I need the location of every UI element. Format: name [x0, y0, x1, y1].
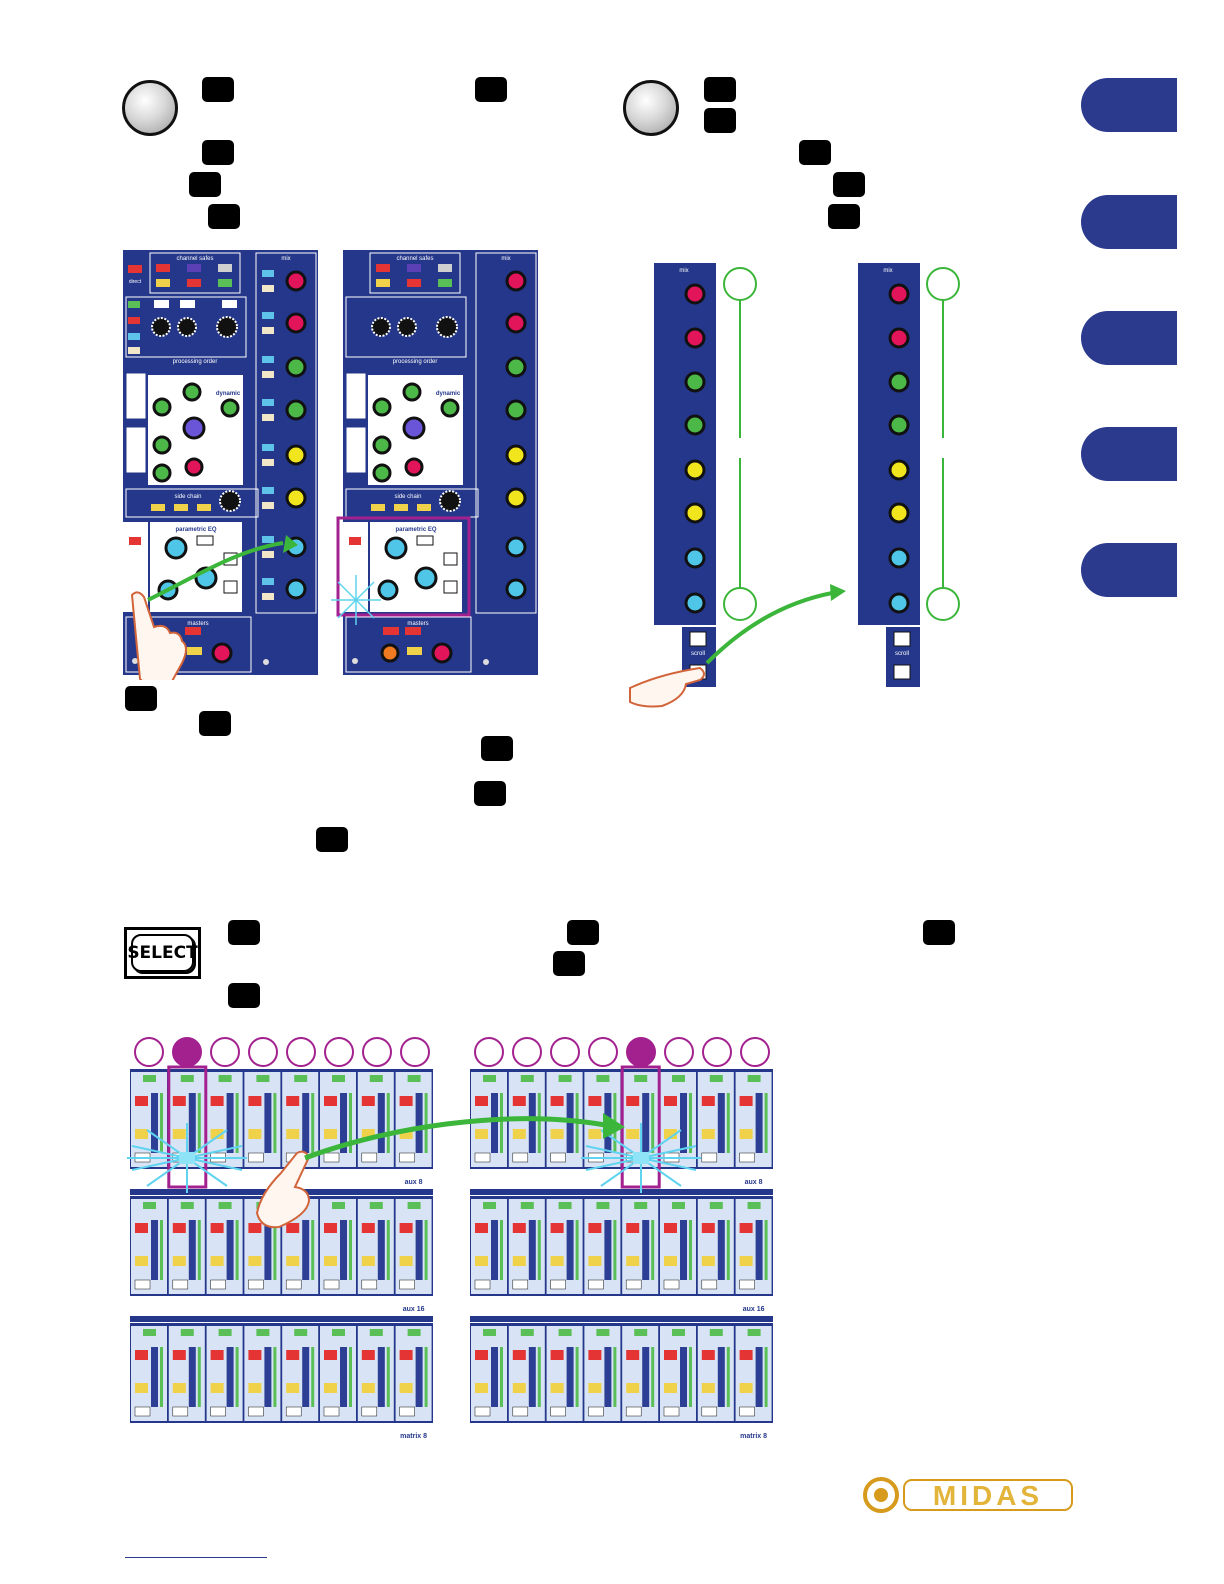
- select-indicator: [626, 1037, 656, 1067]
- chapter-tab[interactable]: [1081, 311, 1177, 365]
- select-indicator: [324, 1037, 354, 1067]
- svg-text:parametric EQ: parametric EQ: [395, 527, 436, 533]
- select-indicator: [248, 1037, 278, 1067]
- ref-box: [923, 920, 955, 945]
- svg-text:dynamic: dynamic: [436, 391, 461, 397]
- mix-strip-1: mix scroll: [654, 263, 716, 687]
- svg-text:scroll: scroll: [691, 651, 705, 657]
- rotary-button-icon: [623, 80, 679, 136]
- svg-text:mix: mix: [679, 268, 688, 274]
- chapter-tab[interactable]: [1081, 195, 1177, 249]
- ref-box: [828, 204, 860, 229]
- select-indicator: [740, 1037, 770, 1067]
- svg-text:processing order: processing order: [173, 359, 218, 365]
- select-indicator: [400, 1037, 430, 1067]
- svg-text:parametric EQ: parametric EQ: [175, 527, 216, 533]
- select-indicator: [210, 1037, 240, 1067]
- ref-box: [316, 827, 348, 852]
- select-indicator: [134, 1037, 164, 1067]
- select-button-icon: SELECT: [124, 927, 201, 979]
- chapter-tab[interactable]: [1081, 427, 1177, 481]
- select-button-label: SELECT: [127, 934, 198, 972]
- midas-logo: MIDAS: [863, 1477, 1073, 1513]
- channel-label: matrix 8: [740, 1433, 767, 1438]
- channel-panel-figure: channel safes direct processing order dy…: [123, 250, 538, 680]
- svg-text:masters: masters: [187, 621, 208, 627]
- svg-text:processing order: processing order: [393, 359, 438, 365]
- ref-box: [553, 951, 585, 976]
- chapter-tab[interactable]: [1081, 78, 1177, 132]
- ref-box: [208, 204, 240, 229]
- svg-text:scroll: scroll: [895, 651, 909, 657]
- ref-box: [475, 77, 507, 102]
- channel-strip-panel-right: channel safes processing order dynamic s…: [336, 250, 538, 675]
- ref-box: [704, 108, 736, 133]
- channel-strip-panel-left: channel safes direct processing order dy…: [123, 250, 318, 675]
- ref-box: [199, 711, 231, 736]
- svg-text:side chain: side chain: [394, 494, 421, 500]
- ref-box: [799, 140, 831, 165]
- ref-box: [567, 920, 599, 945]
- select-indicator: [550, 1037, 580, 1067]
- channel-label: aux 8: [405, 1179, 423, 1186]
- ref-box: [833, 172, 865, 197]
- chapter-tab[interactable]: [1081, 543, 1177, 597]
- select-indicator: [512, 1037, 542, 1067]
- select-indicator: [588, 1037, 618, 1067]
- ref-box: [189, 172, 221, 197]
- channel-label: aux 8: [745, 1179, 763, 1186]
- mix-strip-2: mix scroll: [858, 263, 920, 687]
- svg-text:channel safes: channel safes: [396, 256, 433, 262]
- select-indicator: [664, 1037, 694, 1067]
- select-indicator: [702, 1037, 732, 1067]
- ref-box: [481, 736, 513, 761]
- mix-scroll-figure: mix scroll mix scroll: [629, 263, 960, 708]
- svg-text:side chain: side chain: [174, 494, 201, 500]
- svg-text:dynamic: dynamic: [216, 391, 241, 397]
- select-indicator: [286, 1037, 316, 1067]
- footer-rule: [125, 1557, 267, 1558]
- ref-box: [704, 77, 736, 102]
- select-indicator: [172, 1037, 202, 1067]
- ref-box: [202, 77, 234, 102]
- select-indicator: [474, 1037, 504, 1067]
- ref-box: [228, 983, 260, 1008]
- channel-label: matrix 8: [400, 1433, 427, 1438]
- ref-box: [125, 686, 157, 711]
- aux-grid-figure: aux 1aux 2aux 3aux 4aux 5aux 6aux 7aux 8…: [127, 1037, 773, 1438]
- svg-text:mix: mix: [281, 256, 290, 262]
- ref-box: [474, 781, 506, 806]
- rotary-button-icon: [122, 80, 178, 136]
- svg-text:mix: mix: [883, 268, 892, 274]
- svg-text:mix: mix: [501, 256, 510, 262]
- select-indicator: [362, 1037, 392, 1067]
- ref-box: [202, 140, 234, 165]
- svg-text:masters: masters: [407, 621, 428, 627]
- channel-label: aux 16: [403, 1306, 425, 1313]
- ref-box: [228, 920, 260, 945]
- channel-label: aux 16: [743, 1306, 765, 1313]
- svg-text:channel safes: channel safes: [176, 256, 213, 262]
- svg-text:MIDAS: MIDAS: [933, 1480, 1043, 1511]
- svg-text:direct: direct: [129, 279, 142, 285]
